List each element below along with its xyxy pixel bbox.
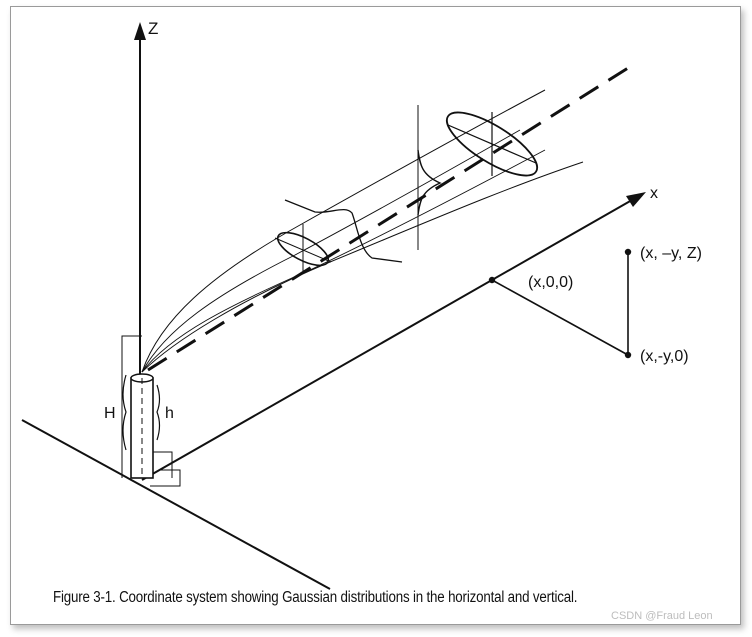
origin-line-point-label: (x,0,0) (528, 274, 573, 291)
point-marker-upper (624, 248, 632, 256)
near-cross-section-ellipse (276, 231, 330, 267)
x-axis-label: x (650, 185, 658, 202)
plume-outline-lower (141, 161, 584, 373)
point-marker-axis (488, 276, 496, 284)
far-cross-section-ellipse (445, 111, 539, 177)
near-cross-section-horizontal (274, 237, 332, 263)
z-axis-arrowhead (134, 22, 146, 40)
stack-base-outline (150, 451, 181, 487)
point-marker-lower (624, 351, 632, 359)
plume-outline-mid2 (141, 149, 546, 373)
far-gaussian-curve (417, 149, 442, 216)
plume-outline-upper (141, 89, 546, 373)
x-axis-arrowhead (626, 192, 646, 207)
h-brace (156, 384, 161, 441)
lower-point-label: (x,-y,0) (640, 348, 689, 365)
figure-caption: Figure 3-1. Coordinate system showing Ga… (53, 589, 578, 606)
H-bracket (121, 335, 142, 478)
figure-frame (10, 6, 741, 625)
upper-point-label: (x, –y, Z) (640, 245, 702, 262)
plume-centerline (147, 66, 629, 372)
H-label: H (104, 405, 116, 422)
plume-outline-mid1 (141, 129, 521, 373)
z-axis-label: Z (148, 19, 158, 38)
h-label: h (165, 405, 174, 422)
ground-edge-line (21, 419, 331, 590)
near-gaussian-curve (284, 199, 403, 263)
H-brace (122, 374, 127, 451)
far-cross-section-horizontal (447, 124, 537, 164)
x-axis (141, 199, 633, 481)
point-y-line (491, 279, 629, 356)
watermark: CSDN @Fraud Leon (611, 610, 713, 622)
